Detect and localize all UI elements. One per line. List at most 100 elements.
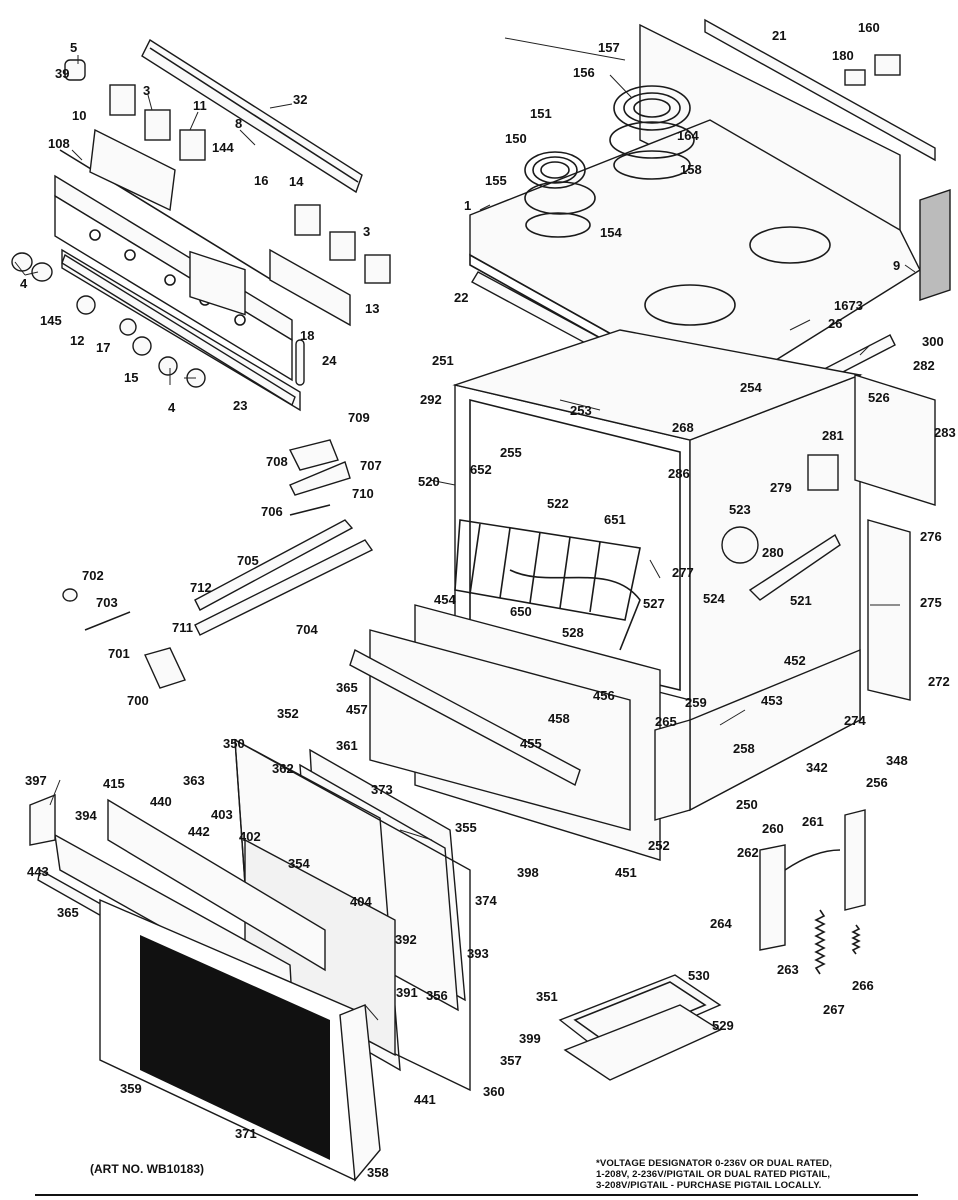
oven-door-assembly <box>29 738 471 1182</box>
callout-350: 350 <box>223 736 245 751</box>
callout-454: 454 <box>434 592 456 607</box>
callout-108: 108 <box>48 136 70 151</box>
callout-403: 403 <box>211 807 233 822</box>
callout-5: 5 <box>70 40 77 55</box>
callout-3: 3 <box>143 83 150 98</box>
callout-402: 402 <box>239 829 261 844</box>
callout-521: 521 <box>790 593 812 608</box>
callout-254: 254 <box>740 380 762 395</box>
callout-158: 158 <box>680 162 702 177</box>
callout-455: 455 <box>520 736 542 751</box>
callout-282: 282 <box>913 358 935 373</box>
callout-10: 10 <box>72 108 86 123</box>
callout-392: 392 <box>395 932 417 947</box>
callout-351: 351 <box>536 989 558 1004</box>
callout-398: 398 <box>517 865 539 880</box>
callout-250: 250 <box>736 797 758 812</box>
callout-16: 16 <box>254 173 268 188</box>
callout-355: 355 <box>455 820 477 835</box>
callout-21: 21 <box>772 28 786 43</box>
callout-12: 12 <box>70 333 84 348</box>
callout-26: 26 <box>828 316 842 331</box>
callout-281: 281 <box>822 428 844 443</box>
callout-251: 251 <box>432 353 454 368</box>
callout-651: 651 <box>604 512 626 527</box>
callout-365: 365 <box>336 680 358 695</box>
leader-lines <box>14 37 916 1021</box>
callout-4: 4 <box>20 276 28 291</box>
door-hinge-assembly <box>759 809 866 975</box>
voltage-note: *VOLTAGE DESIGNATOR 0-236V OR DUAL RATED… <box>596 1158 936 1191</box>
callout-155: 155 <box>485 173 507 188</box>
callout-700: 700 <box>127 693 149 708</box>
callout-712: 712 <box>190 580 212 595</box>
callout-529: 529 <box>712 1018 734 1033</box>
callout-399: 399 <box>519 1031 541 1046</box>
callout-15: 15 <box>124 370 138 385</box>
callout-358: 358 <box>367 1165 389 1180</box>
callout-279: 279 <box>770 480 792 495</box>
broiler-pan <box>558 974 722 1081</box>
callout-704: 704 <box>296 622 318 637</box>
art-number: (ART NO. WB10183) <box>90 1162 205 1176</box>
callout-164: 164 <box>677 128 699 143</box>
callout-711: 711 <box>172 620 193 635</box>
callout-265: 265 <box>655 714 677 729</box>
callout-17: 17 <box>96 340 110 355</box>
callout-652: 652 <box>470 462 492 477</box>
callout-261: 261 <box>802 814 824 829</box>
callout-277: 277 <box>672 565 694 580</box>
callout-528: 528 <box>562 625 584 640</box>
callout-397: 397 <box>25 773 47 788</box>
callout-442: 442 <box>188 824 210 839</box>
callout-458: 458 <box>548 711 570 726</box>
callout-4b: 4 <box>168 400 176 415</box>
callout-13: 13 <box>365 301 379 316</box>
callout-362: 362 <box>272 761 294 776</box>
callout-352: 352 <box>277 706 299 721</box>
callout-456: 456 <box>593 688 615 703</box>
callout-451: 451 <box>615 865 637 880</box>
storage-drawer <box>349 604 691 861</box>
callout-530: 530 <box>688 968 710 983</box>
callout-260: 260 <box>762 821 784 836</box>
callout-266: 266 <box>852 978 874 993</box>
callout-267: 267 <box>823 1002 845 1017</box>
callout-701: 701 <box>108 646 130 661</box>
callout-259: 259 <box>685 695 707 710</box>
callout-263: 263 <box>777 962 799 977</box>
callout-258: 258 <box>733 741 755 756</box>
callout-24: 24 <box>322 353 337 368</box>
callout-354: 354 <box>288 856 310 871</box>
callout-443: 443 <box>27 864 49 879</box>
voltage-note-line: 3-208V/PIGTAIL - PURCHASE PIGTAIL LOCALL… <box>596 1180 822 1191</box>
callout-705: 705 <box>237 553 259 568</box>
callout-702: 702 <box>82 568 104 583</box>
callout-527: 527 <box>643 596 665 611</box>
callout-14: 14 <box>289 174 304 189</box>
callout-18: 18 <box>300 328 314 343</box>
callout-264: 264 <box>710 916 732 931</box>
callout-292: 292 <box>420 392 442 407</box>
callout-526: 526 <box>868 390 890 405</box>
callout-9: 9 <box>893 258 900 273</box>
callout-650: 650 <box>510 604 532 619</box>
callout-359: 359 <box>120 1081 142 1096</box>
callout-286: 286 <box>668 466 690 481</box>
callout-457: 457 <box>346 702 368 717</box>
callout-150: 150 <box>505 131 527 146</box>
callout-709: 709 <box>348 410 370 425</box>
callout-394: 394 <box>75 808 97 823</box>
callout-365b: 365 <box>57 905 79 920</box>
callout-255: 255 <box>500 445 522 460</box>
callout-452: 452 <box>784 653 806 668</box>
callout-415: 415 <box>103 776 125 791</box>
callout-268: 268 <box>672 420 694 435</box>
callout-520: 520 <box>418 474 440 489</box>
voltage-note-line: 1-208V, 2-236V/PIGTAIL OR DUAL RATED PIG… <box>596 1169 831 1180</box>
callout-371: 371 <box>235 1126 257 1141</box>
callout-348: 348 <box>886 753 908 768</box>
callout-710: 710 <box>352 486 374 501</box>
callout-300: 300 <box>922 334 944 349</box>
